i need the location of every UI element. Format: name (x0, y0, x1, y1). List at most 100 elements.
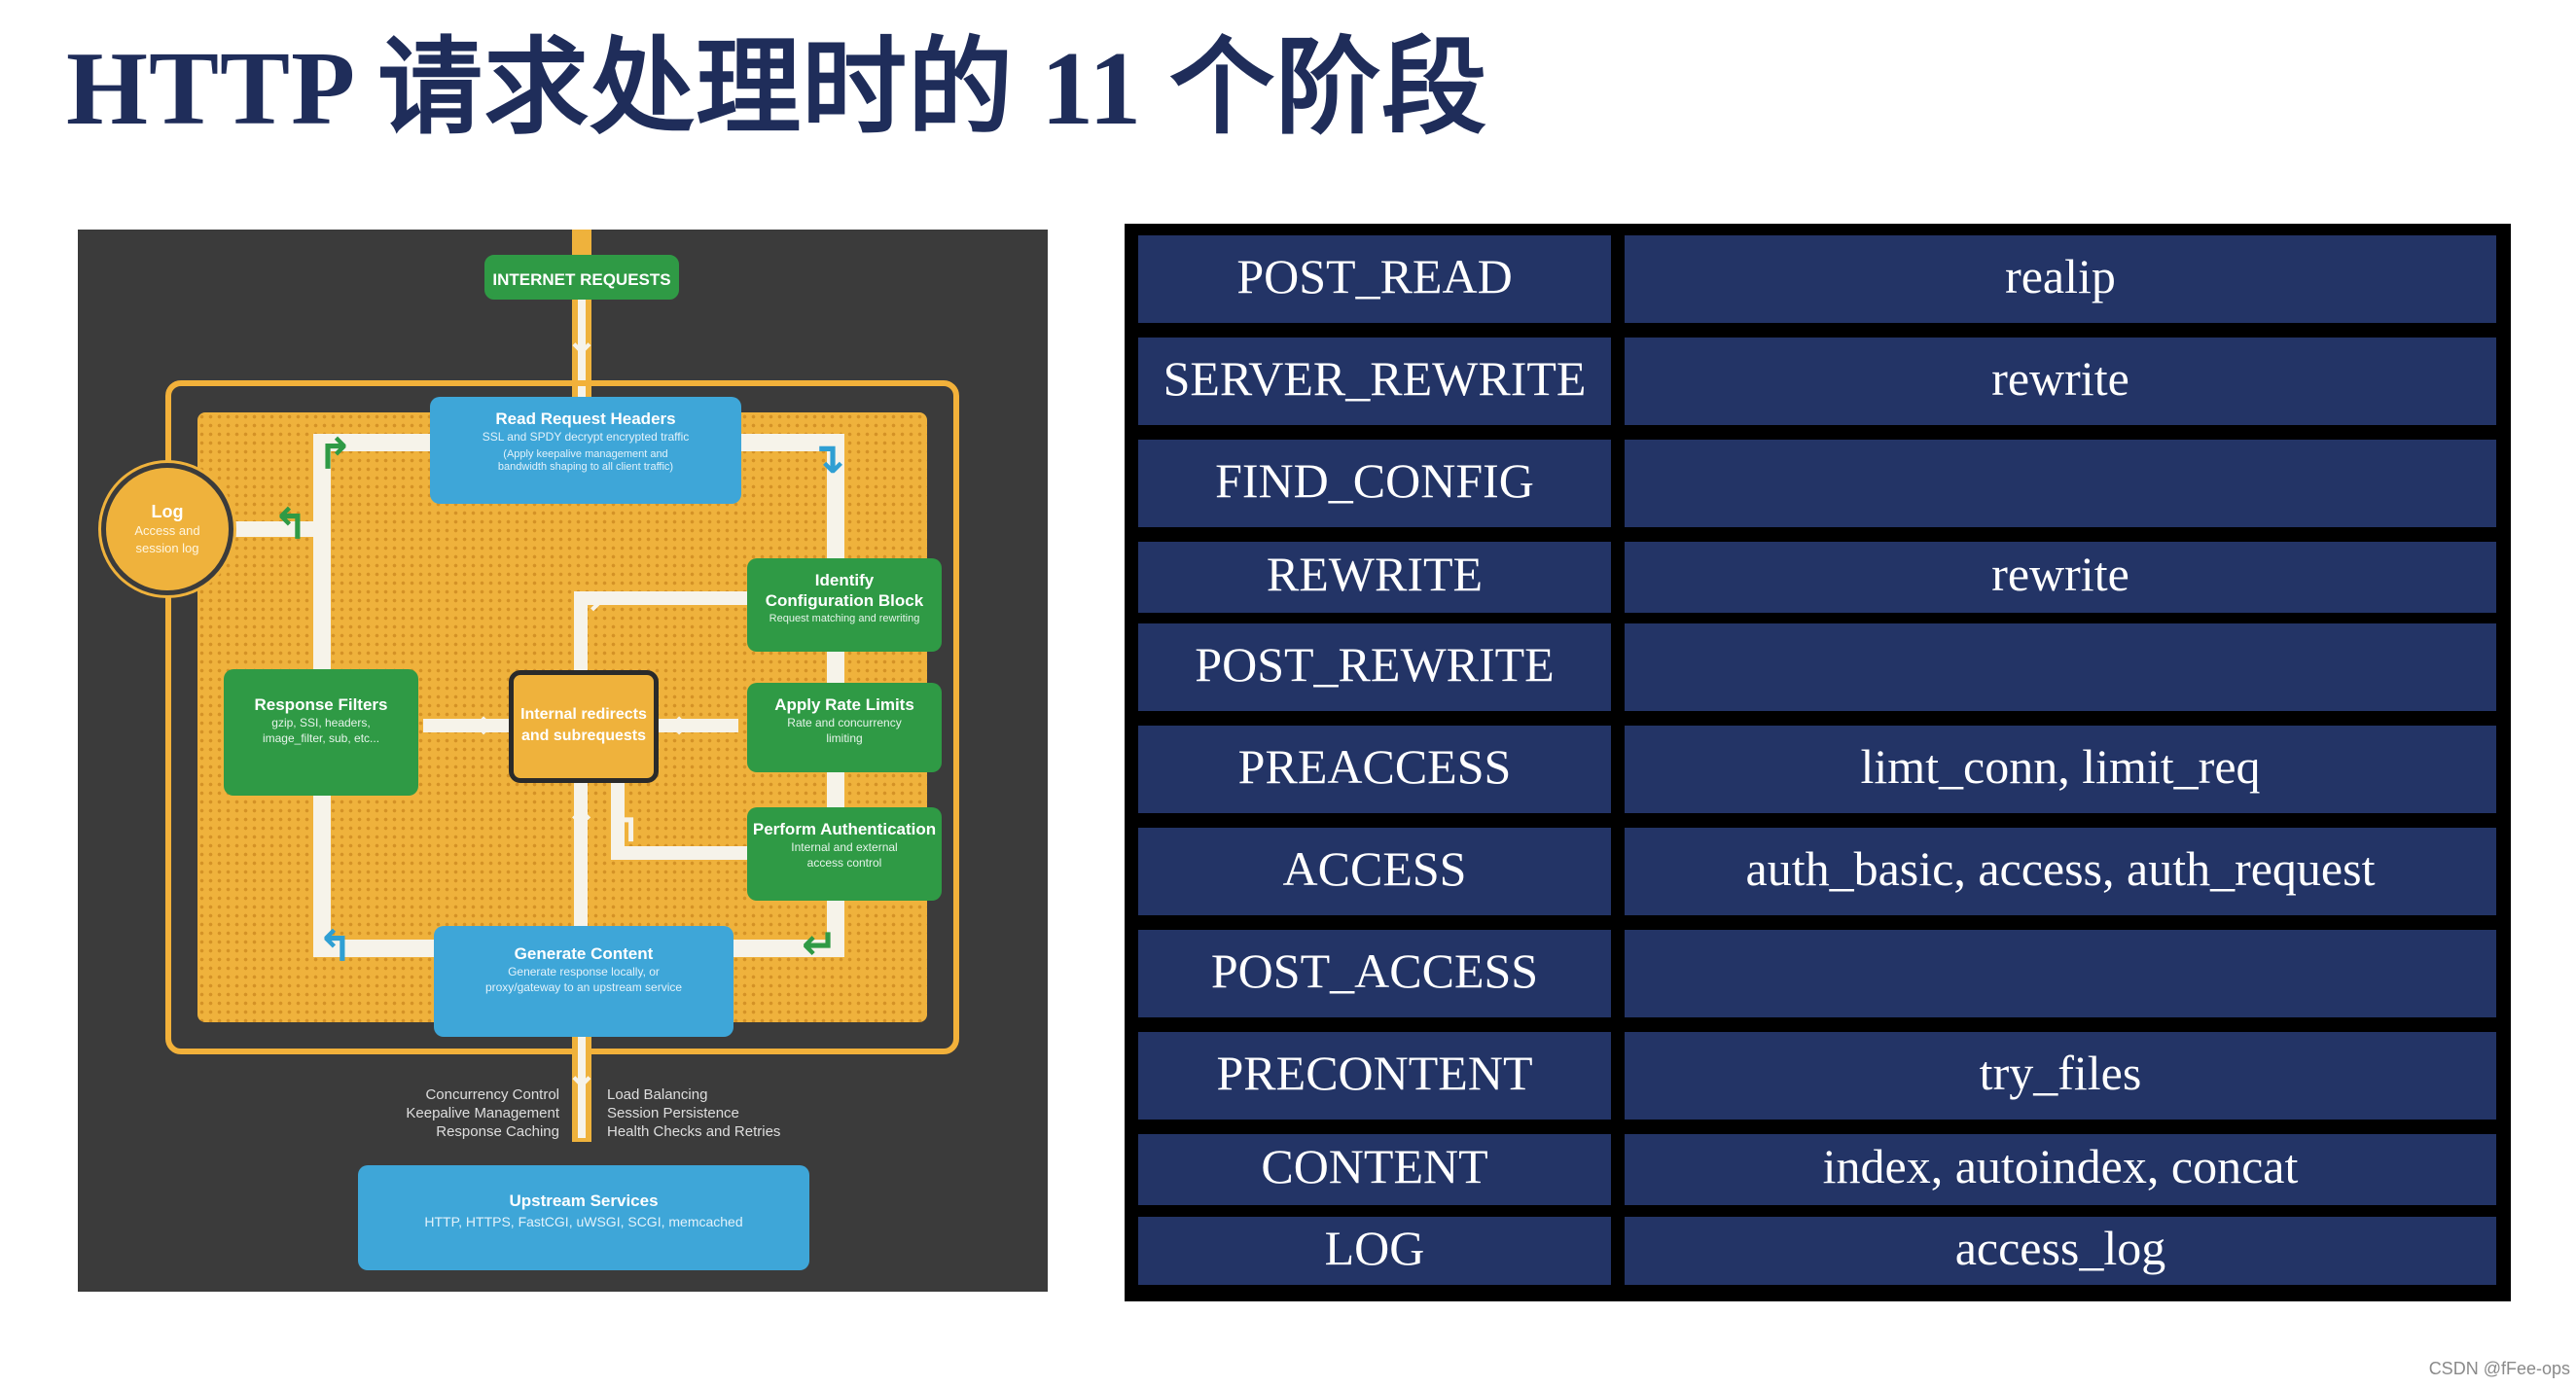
node-desc: (Apply keepalive management and (503, 448, 668, 460)
upstream-pipe-core (578, 1033, 586, 1138)
caption-line: Session Persistence (607, 1105, 739, 1121)
phase-cell: REWRITE (1138, 542, 1611, 613)
inner-pipe-auth-h (611, 846, 767, 860)
module-cell (1625, 440, 2496, 527)
module-cell (1625, 623, 2496, 711)
upstream-services-node: Upstream Services HTTP, HTTPS, FastCGI, … (358, 1165, 809, 1270)
node-desc: bandwidth shaping to all client traffic) (497, 461, 674, 473)
corner-arrow-icon: ↱ (574, 586, 609, 633)
right-arrow-icon: ⇒ (459, 700, 494, 748)
phase-cell: SERVER_REWRITE (1138, 338, 1611, 425)
caption-line: Health Checks and Retries (607, 1123, 781, 1140)
corner-arrow-icon: ↵ (802, 920, 838, 970)
down-arrow-icon: ↓ (564, 315, 599, 363)
node-title: Perform Authentication (752, 820, 937, 838)
internet-requests-node: INTERNET REQUESTS (484, 255, 679, 300)
node-desc: SSL and SPDY decrypt encrypted traffic (482, 430, 690, 444)
left-caption: Concurrency Control Keepalive Management… (406, 1085, 559, 1141)
phase-cell: PREACCESS (1138, 726, 1611, 813)
module-cell: realip (1625, 235, 2496, 323)
corner-arrow-icon: ↴ (809, 434, 845, 483)
right-caption: Load Balancing Session Persistence Healt… (607, 1085, 780, 1141)
table-row: POST_REWRITE (1125, 623, 2511, 711)
caption-line: Load Balancing (607, 1086, 708, 1103)
module-cell: try_files (1625, 1032, 2496, 1120)
phase-cell: LOG (1138, 1217, 1611, 1285)
generate-content-node: Generate Content Generate response local… (434, 926, 733, 1037)
inner-pipe-left (423, 719, 511, 732)
node-title: Upstream Services (509, 1191, 659, 1210)
inner-pipe-right (659, 719, 738, 732)
phase-cell: CONTENT (1138, 1134, 1611, 1205)
node-title: Log (151, 502, 184, 521)
node-title: Response Filters (254, 695, 388, 714)
node-desc: gzip, SSI, headers, (271, 716, 371, 729)
module-cell: rewrite (1625, 542, 2496, 613)
node-desc: proxy/gateway to an upstream service (484, 980, 683, 994)
caption-line: Response Caching (436, 1123, 559, 1140)
node-title: Apply Rate Limits (774, 695, 914, 714)
corner-arrow-icon: ↱ (317, 430, 353, 480)
phase-cell: POST_ACCESS (1138, 930, 1611, 1017)
watermark: CSDN @fFee-ops (2428, 1359, 2570, 1378)
table-row: POST_ACCESS (1125, 930, 2511, 1017)
node-desc: Internal and external (791, 840, 898, 854)
module-cell: access_log (1625, 1217, 2496, 1285)
node-desc: session log (135, 541, 199, 555)
node-title: Internal redirects (520, 706, 647, 723)
phase-cell: POST_READ (1138, 235, 1611, 323)
node-desc: HTTP, HTTPS, FastCGI, uWSGI, SCGI, memca… (424, 1214, 743, 1229)
phase-cell: PRECONTENT (1138, 1032, 1611, 1120)
node-title: Identify (814, 571, 875, 589)
apply-rate-limits-node: Apply Rate Limits Rate and concurrency l… (747, 683, 942, 772)
left-arrow-icon: ⇐ (669, 700, 704, 748)
node-desc: limiting (826, 731, 863, 745)
inner-pipe-bottom (574, 782, 588, 940)
node-desc: access control (806, 856, 882, 870)
corner-arrow-icon: ↰ (607, 803, 642, 851)
corner-arrow-icon: ↰ (317, 922, 353, 972)
node-desc: Access and (134, 523, 200, 538)
inner-pipe-auth (611, 782, 625, 860)
module-cell: limt_conn, limit_req (1625, 726, 2496, 813)
node-desc: Request matching and rewriting (769, 613, 920, 624)
caption-line: Concurrency Control (425, 1086, 559, 1103)
down-arrow-icon: ↓ (564, 1049, 599, 1096)
server-frame (165, 380, 959, 1054)
log-node: Log Access and session log (101, 463, 233, 595)
phase-cell: ACCESS (1138, 828, 1611, 915)
node-title: Configuration Block (765, 591, 924, 610)
table-row: FIND_CONFIG (1125, 440, 2511, 527)
phase-cell: POST_REWRITE (1138, 623, 1611, 711)
node-title: and subrequests (520, 728, 647, 744)
read-request-headers-node: Read Request Headers SSL and SPDY decryp… (430, 397, 741, 504)
log-connector (233, 521, 321, 537)
caption-line: Keepalive Management (406, 1105, 559, 1121)
node-desc: image_filter, sub, etc... (262, 731, 380, 745)
module-cell: index, autoindex, concat (1625, 1134, 2496, 1205)
node-desc: Rate and concurrency (787, 716, 902, 729)
left-arrow-icon: ↰ (272, 500, 308, 550)
node-desc: Generate response locally, or (508, 965, 660, 978)
entry-pipe-core (578, 300, 586, 414)
inner-pipe-top (574, 591, 759, 605)
module-cell: auth_basic, access, auth_request (1625, 828, 2496, 915)
module-cell: rewrite (1625, 338, 2496, 425)
response-filters-node: Response Filters gzip, SSI, headers, ima… (224, 669, 418, 796)
module-cell (1625, 930, 2496, 1017)
inner-pipe-vertical (574, 591, 588, 673)
up-arrow-icon: ⇑ (564, 801, 599, 849)
nginx-processing-diagram: ↓ ↱ ↴ ↰ ↰ ↵ ⇒ ⇐ ⇑ ↰ ↱ ↓ INTERNET REQUEST… (78, 230, 1048, 1292)
identify-configuration-node: Identify Configuration Block Request mat… (747, 558, 942, 652)
node-title: Read Request Headers (495, 409, 676, 428)
slide-title: HTTP 请求处理时的 11 个阶段 (66, 31, 1488, 147)
